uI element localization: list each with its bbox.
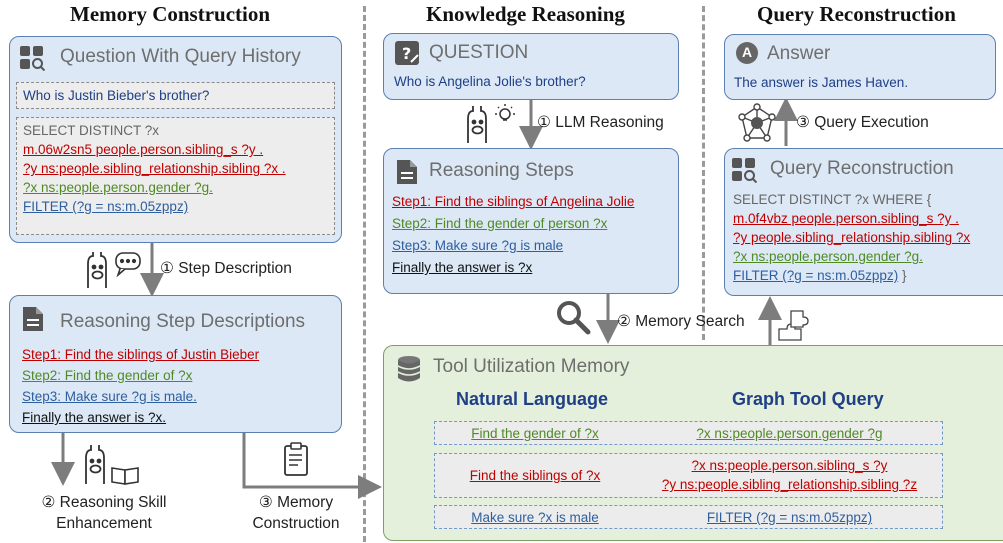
description-step-3: Step3: Make sure ?g is male. bbox=[22, 389, 197, 404]
tool-utilization-memory-box: Tool Utilization Memory Natural Language… bbox=[383, 345, 1003, 541]
description-final: Finally the answer is ?x. bbox=[22, 410, 167, 425]
section-title-query-reconstruction: Query Reconstruction bbox=[757, 2, 956, 26]
column-header-natural-language: Natural Language bbox=[456, 389, 609, 409]
question-icon: ? bbox=[395, 41, 419, 65]
answer-box: A Answer The answer is James Haven. bbox=[724, 34, 996, 100]
memory-row-siblings: Find the siblings of ?x ?x ns:people.per… bbox=[434, 453, 943, 498]
section-title-memory-construction: Memory Construction bbox=[70, 2, 271, 26]
document-icon bbox=[397, 160, 417, 184]
reasoning-step-descriptions-box: Reasoning Step Descriptions Step1: Find … bbox=[9, 295, 342, 433]
reasoning-step-3: Step3: Make sure ?g is male bbox=[392, 238, 564, 253]
magnifier-icon bbox=[557, 301, 591, 335]
skill-enhancement-label-line-1: ② Reasoning Skill bbox=[41, 494, 167, 511]
reasoning-step-1: Step1: Find the siblings of Angelina Jol… bbox=[392, 194, 635, 209]
answer-icon-letter: A bbox=[741, 44, 753, 60]
skill-enhancement-label-line-2: Enhancement bbox=[56, 515, 152, 532]
memory-row-male-natural: Make sure ?x is male bbox=[471, 510, 599, 525]
section-title-knowledge-reasoning: Knowledge Reasoning bbox=[426, 2, 625, 26]
reconstructed-query-line-1: SELECT DISTINCT ?x WHERE { bbox=[733, 192, 932, 207]
book-icon bbox=[111, 467, 139, 485]
history-query-field: SELECT DISTINCT ?x m.06w2sn5 people.pers… bbox=[16, 117, 335, 235]
reasoning-steps-box: Reasoning Steps Step1: Find the siblings… bbox=[383, 148, 679, 294]
memory-row-gender-query: ?x ns:people.person.gender ?g bbox=[696, 426, 883, 441]
memory-construction-label-line-2: Construction bbox=[252, 515, 340, 532]
memory-row-male-query: FILTER (?g = ns:m.05zppz) bbox=[706, 510, 873, 525]
answer-icon bbox=[736, 42, 758, 64]
question-history-title: Question With Query History bbox=[60, 46, 301, 67]
memory-row-gender-natural: Find the gender of ?x bbox=[471, 426, 599, 441]
description-step-2: Step2: Find the gender of ?x bbox=[22, 368, 193, 383]
clipboard-icon bbox=[284, 442, 308, 476]
chat-bubble-icon bbox=[115, 252, 141, 278]
reconstructed-query-line-2: m.0f4vbz people.person.sibling_s ?y . bbox=[733, 211, 959, 226]
document-icon bbox=[23, 307, 43, 331]
llama-book-icons bbox=[85, 445, 139, 485]
lightbulb-icon bbox=[495, 104, 515, 121]
memory-row-gender: Find the gender of ?x ?x ns:people.perso… bbox=[434, 421, 943, 445]
reconstructed-query-line-3: ?y people.sibling_relationship.sibling ?… bbox=[733, 230, 971, 245]
reasoning-steps-title: Reasoning Steps bbox=[429, 160, 574, 181]
memory-search-label: ② Memory Search bbox=[617, 313, 745, 330]
query-reconstruction-box: Query Reconstruction SELECT DISTINCT ?x … bbox=[724, 148, 1003, 296]
memory-row-siblings-natural: Find the siblings of ?x bbox=[469, 468, 601, 483]
memory-construction-label-line-1: ③ Memory bbox=[258, 494, 334, 511]
reasoning-step-descriptions-title: Reasoning Step Descriptions bbox=[60, 311, 306, 332]
history-query-line-2: m.06w2sn5 people.person.sibling_s ?y . bbox=[23, 142, 264, 157]
database-icon bbox=[397, 356, 421, 382]
reconstructed-query-line-5: FILTER (?g = ns:m.05zppz) } bbox=[733, 268, 906, 283]
history-query-line-1: SELECT DISTINCT ?x bbox=[23, 123, 160, 138]
history-query-line-4: ?x ns:people.person.gender ?g. bbox=[23, 180, 213, 195]
question-box-title: QUESTION bbox=[429, 42, 529, 63]
apps-search-icon bbox=[732, 158, 757, 183]
svg-text:?: ? bbox=[402, 44, 411, 63]
query-reconstruction-title: Query Reconstruction bbox=[770, 158, 954, 179]
llama-chat-icons bbox=[87, 252, 141, 288]
apps-search-icon bbox=[20, 46, 45, 71]
reconstructed-query-filter: FILTER (?g = ns:m.05zppz) bbox=[733, 268, 899, 283]
answer-text: The answer is James Haven. bbox=[734, 75, 909, 90]
llama-icon bbox=[85, 445, 105, 484]
question-box-text: Who is Angelina Jolie's brother? bbox=[394, 74, 586, 89]
memory-row-siblings-query-2: ?y ns:people.sibling_relationship.siblin… bbox=[661, 477, 918, 492]
reconstructed-query-line-4: ?x ns:people.person.gender ?g. bbox=[733, 249, 923, 264]
history-query-line-3: ?y ns:people.sibling_relationship.siblin… bbox=[23, 161, 286, 176]
puzzle-icon bbox=[778, 310, 809, 341]
history-question-field: Who is Justin Bieber's brother? bbox=[16, 82, 335, 109]
description-step-1: Step1: Find the siblings of Justin Biebe… bbox=[22, 347, 260, 362]
history-question-text: Who is Justin Bieber's brother? bbox=[23, 88, 210, 103]
query-execution-label: ③ Query Execution bbox=[796, 114, 929, 131]
llm-reasoning-label: ① LLM Reasoning bbox=[537, 114, 664, 131]
separator-right bbox=[702, 6, 705, 340]
history-query-line-5: FILTER (?g = ns:m.05zppz) bbox=[23, 199, 189, 214]
llama-icon bbox=[87, 252, 107, 288]
reasoning-step-final: Finally the answer is ?x bbox=[392, 260, 533, 275]
memory-row-male: Make sure ?x is male FILTER (?g = ns:m.0… bbox=[434, 505, 943, 529]
llama-icon bbox=[467, 106, 487, 143]
question-history-box: Question With Query History Who is Justi… bbox=[9, 36, 342, 243]
tool-memory-title: Tool Utilization Memory bbox=[433, 356, 630, 377]
llama-lightbulb-icons bbox=[467, 104, 515, 143]
graph-network-icon bbox=[738, 103, 776, 142]
column-header-graph-tool-query: Graph Tool Query bbox=[732, 389, 884, 409]
answer-title: Answer bbox=[767, 43, 831, 64]
step-description-label: ① Step Description bbox=[160, 260, 292, 277]
memory-row-siblings-query-1: ?x ns:people.person.sibling_s ?y bbox=[691, 458, 888, 473]
reconstructed-query-close-brace: } bbox=[898, 268, 907, 283]
arrow-memory-construction bbox=[242, 433, 382, 499]
question-box: ? QUESTION Who is Angelina Jolie's broth… bbox=[383, 33, 679, 100]
reasoning-step-2: Step2: Find the gender of person ?x bbox=[392, 216, 608, 231]
separator-left bbox=[363, 6, 366, 542]
